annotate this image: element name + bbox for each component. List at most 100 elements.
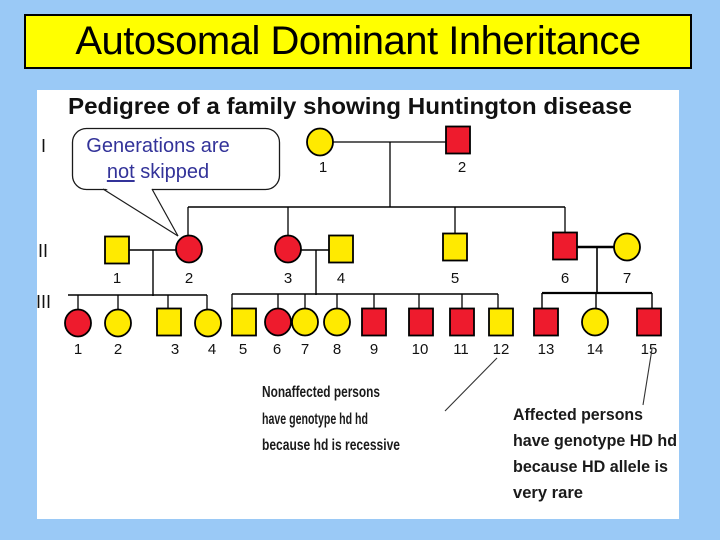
symbol-female-II-3 <box>274 234 302 264</box>
individual-III-8: 8 <box>323 307 351 358</box>
individual-III-2: 2 <box>104 308 132 358</box>
individual-number-III-8: 8 <box>333 341 341 358</box>
individual-III-5: 5 <box>231 307 257 358</box>
callout-bubble <box>71 127 281 237</box>
callout-tail-right-edge <box>151 188 179 237</box>
individual-number-III-15: 15 <box>641 341 658 358</box>
symbol-male-I-2 <box>445 125 471 155</box>
callout-tail-left-edge <box>102 188 179 237</box>
diagram-title: Pedigree of a family showing Huntington … <box>68 93 632 119</box>
callout-line2-rest: skipped <box>134 161 210 183</box>
symbol-male-III-9 <box>361 307 387 337</box>
individual-number-III-6: 6 <box>273 341 281 358</box>
individual-number-III-12: 12 <box>493 341 510 358</box>
individual-III-9: 9 <box>361 307 387 358</box>
individual-number-II-5: 5 <box>451 270 459 287</box>
individual-III-12: 12 <box>488 307 514 358</box>
individual-III-7: 7 <box>291 307 319 358</box>
affected-note-line-1: Affected persons <box>513 405 643 424</box>
individual-number-III-11: 11 <box>453 341 469 358</box>
individual-number-III-7: 7 <box>301 341 309 358</box>
symbol-female-III-4 <box>194 308 222 338</box>
individual-III-11: 11 <box>449 307 475 358</box>
individual-I-1: 1 <box>306 127 334 176</box>
symbol-female-II-2 <box>175 234 203 264</box>
pointer-line-nonaffected-to-III12 <box>444 357 498 412</box>
affected-note-line-3: because HD allele is <box>513 457 668 476</box>
individual-number-III-4: 4 <box>208 341 216 358</box>
individual-III-1: 1 <box>64 308 92 358</box>
individual-II-4: 4 <box>328 234 354 287</box>
symbol-male-II-5 <box>442 232 468 262</box>
nonaffected-note-line-1: Nonaffected persons <box>262 384 380 401</box>
individual-III-10: 10 <box>408 307 434 358</box>
symbol-male-III-13 <box>533 307 559 337</box>
slide-title-bar: Autosomal Dominant Inheritance <box>24 14 692 69</box>
individual-number-III-5: 5 <box>239 341 247 358</box>
individual-III-6: 6 <box>264 307 292 358</box>
individual-III-14: 14 <box>581 307 609 358</box>
individual-number-III-14: 14 <box>587 341 604 358</box>
individual-number-III-1: 1 <box>74 341 82 358</box>
symbol-male-III-12 <box>488 307 514 337</box>
individual-I-2: 2 <box>445 125 471 176</box>
symbol-female-II-7 <box>613 232 641 262</box>
callout-underlined-word: not <box>106 161 135 183</box>
affected-note-line-2: have genotype HD hd <box>513 431 677 450</box>
symbol-male-III-5 <box>231 307 257 337</box>
callout-line1: Generations are <box>86 135 230 157</box>
individual-number-II-4: 4 <box>337 270 345 287</box>
symbol-male-III-3 <box>156 307 182 337</box>
generation-label-II: II <box>38 241 48 261</box>
individual-II-7: 7 <box>613 232 641 287</box>
individual-number-II-7: 7 <box>623 270 631 287</box>
individual-number-III-3: 3 <box>171 341 179 358</box>
nonaffected-note: Nonaffected persons have genotype hd hd be… <box>262 384 400 454</box>
individual-III-4: 4 <box>194 308 222 358</box>
individual-II-1: 1 <box>104 235 130 287</box>
symbol-male-III-11 <box>449 307 475 337</box>
symbol-male-III-15 <box>636 307 662 337</box>
annotations: Nonaffected persons have genotype hd hd be… <box>262 384 677 502</box>
individual-II-2: 2 <box>175 234 203 287</box>
individual-III-3: 3 <box>156 307 182 358</box>
symbol-female-I-1 <box>306 127 334 157</box>
symbol-female-III-6 <box>264 307 292 337</box>
symbol-female-III-7 <box>291 307 319 337</box>
callout-text: Generations are not skipped <box>74 133 242 185</box>
symbol-male-II-1 <box>104 235 130 265</box>
individual-II-3: 3 <box>274 234 302 287</box>
individual-III-15: 15 <box>636 307 662 358</box>
individual-number-I-1: 1 <box>319 159 327 176</box>
individual-number-I-2: 2 <box>458 159 466 176</box>
individual-number-II-1: 1 <box>113 270 121 287</box>
symbol-male-II-4 <box>328 234 354 264</box>
nonaffected-note-line-2: have genotype hd hd <box>262 411 368 428</box>
individual-II-5: 5 <box>442 232 468 287</box>
symbol-female-III-14 <box>581 307 609 337</box>
symbol-female-III-8 <box>323 307 351 337</box>
affected-note: Affected persons have genotype HD hd becau… <box>513 405 677 502</box>
affected-note-line-4: very rare <box>513 483 583 502</box>
generation-label-III: III <box>36 292 51 312</box>
nonaffected-note-line-3: because hd is recessive <box>262 437 400 454</box>
individual-number-II-6: 6 <box>561 270 569 287</box>
callout-bubble-body <box>71 127 281 191</box>
symbol-female-III-2 <box>104 308 132 338</box>
symbol-male-II-6 <box>552 231 578 261</box>
symbol-male-III-10 <box>408 307 434 337</box>
symbol-female-III-1 <box>64 308 92 338</box>
individual-number-III-10: 10 <box>412 341 429 358</box>
generation-label-I: I <box>41 136 46 156</box>
individual-number-III-2: 2 <box>114 341 122 358</box>
individual-number-III-9: 9 <box>370 341 378 358</box>
individual-number-II-3: 3 <box>284 270 292 287</box>
individual-III-13: 13 <box>533 307 559 358</box>
pointer-line-affected-to-III15 <box>642 348 653 406</box>
slide-title: Autosomal Dominant Inheritance <box>75 19 641 63</box>
individual-number-III-13: 13 <box>538 341 555 358</box>
